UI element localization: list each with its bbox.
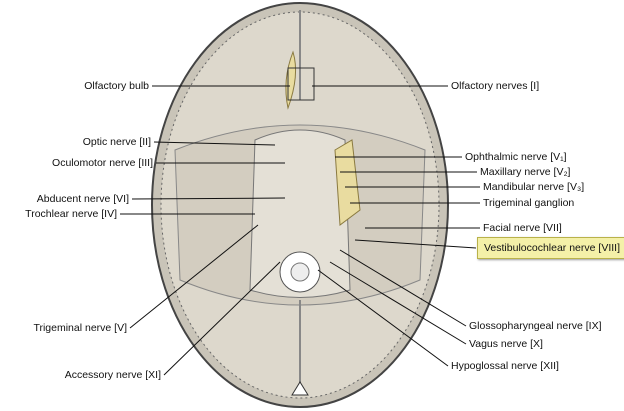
label-accessory-nerve: Accessory nerve [XI] bbox=[64, 369, 161, 381]
label-trochlear-nerve: Trochlear nerve [IV] bbox=[25, 208, 117, 220]
leader-lines bbox=[120, 85, 480, 376]
label-olfactory-nerves: Olfactory nerves [I] bbox=[451, 80, 540, 92]
label-olfactory-bulb: Olfactory bulb bbox=[84, 80, 149, 92]
label-maxillary-nerve: Maxillary nerve [V₂] bbox=[480, 166, 571, 178]
label-trigeminal-nerve: Trigeminal nerve [V] bbox=[33, 322, 127, 334]
label-facial-nerve: Facial nerve [VII] bbox=[483, 222, 562, 234]
label-mandibular-nerve: Mandibular nerve [V₃] bbox=[483, 181, 585, 193]
label-glossopharyngeal-nerve: Glossopharyngeal nerve [IX] bbox=[469, 320, 602, 332]
label-vagus-nerve: Vagus nerve [X] bbox=[469, 338, 543, 350]
label-oculomotor-nerve: Oculomotor nerve [III] bbox=[52, 157, 153, 169]
label-abducent-nerve: Abducent nerve [VI] bbox=[36, 193, 129, 205]
label-ophthalmic-nerve: Ophthalmic nerve [V₁] bbox=[465, 151, 567, 163]
label-vestibulocochlear-nerve-highlighted: Vestibulocochlear nerve [VIII] bbox=[477, 237, 624, 259]
label-trigeminal-ganglion: Trigeminal ganglion bbox=[483, 197, 575, 209]
posterior-fossa bbox=[249, 129, 351, 298]
label-hypoglossal-nerve: Hypoglossal nerve [XII] bbox=[451, 360, 559, 372]
label-optic-nerve: Optic nerve [II] bbox=[82, 136, 151, 148]
trigeminal-shape bbox=[334, 139, 361, 226]
